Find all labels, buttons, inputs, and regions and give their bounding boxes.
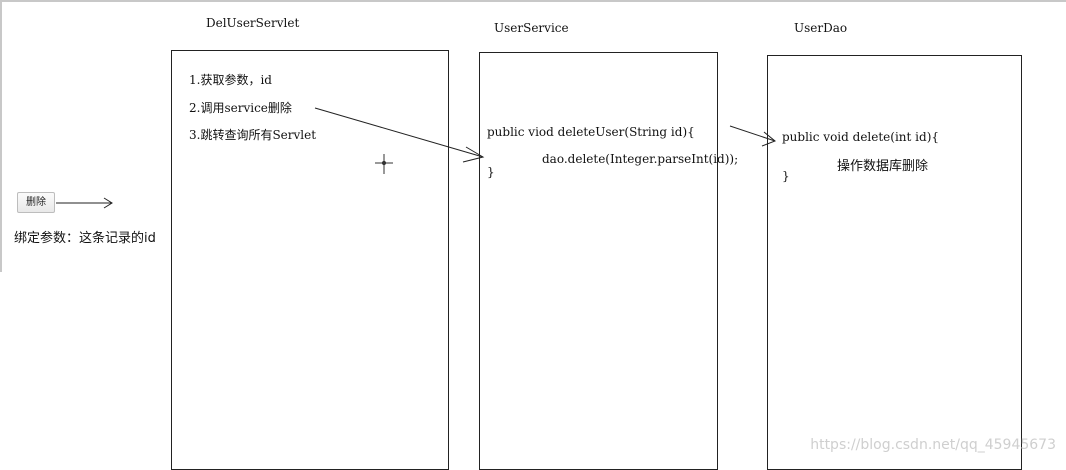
top-border <box>0 0 1066 2</box>
dao-title: UserDao <box>794 21 848 35</box>
dao-box <box>767 55 1022 470</box>
dao-method-signature: public void delete(int id){ <box>782 130 940 144</box>
servlet-step-3: 3.跳转查询所有Servlet <box>189 128 317 142</box>
service-method-signature: public viod deleteUser(String id){ <box>487 125 695 139</box>
service-method-body: dao.delete(Integer.parseInt(id)); <box>542 152 739 166</box>
servlet-title: DelUserServlet <box>206 16 300 30</box>
arrow-service-to-dao-head <box>761 131 776 147</box>
servlet-step-1: 1.获取参数，id <box>189 73 272 87</box>
dao-method-body: 操作数据库删除 <box>837 159 929 174</box>
delete-button[interactable]: 删除 <box>17 192 55 213</box>
left-border <box>0 0 2 272</box>
binding-note: 绑定参数：这条记录的id <box>14 231 156 246</box>
dao-method-close: } <box>782 169 790 183</box>
arrow-button-to-servlet-head <box>103 197 113 209</box>
arrow-servlet-to-service <box>314 107 484 158</box>
arrow-service-to-dao <box>729 125 776 142</box>
watermark: https://blog.csdn.net/qq_45945673 <box>810 437 1056 453</box>
arrow-servlet-to-service-head <box>462 146 485 163</box>
service-title: UserService <box>494 21 569 35</box>
service-box <box>479 52 718 470</box>
crosshair-cursor-icon <box>375 154 393 174</box>
servlet-step-2: 2.调用service删除 <box>189 101 292 115</box>
service-method-close: } <box>487 165 495 179</box>
